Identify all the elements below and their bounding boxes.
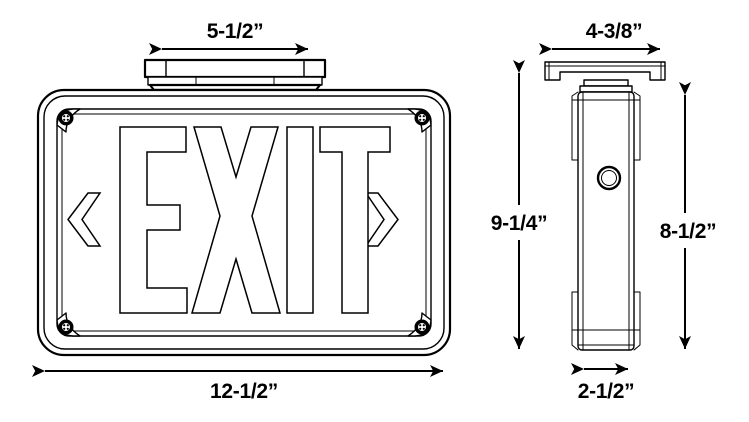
dimension-canopy-width-label: 5-1/2” xyxy=(207,20,264,43)
corner-screw-top-left xyxy=(56,108,81,133)
exit-letters xyxy=(119,126,391,314)
letter-t xyxy=(319,126,391,314)
dimension-body-height-label: 8-1/2” xyxy=(660,220,717,243)
dimension-body-height: 8-1/2” xyxy=(660,82,717,349)
front-view: 5-1/2” 12-1/2” xyxy=(32,20,452,403)
side-view: 4-3/8” 9-1/4” 8-1/2” 2-1/2” xyxy=(491,20,717,403)
dimension-sign-width-label: 12-1/2” xyxy=(210,380,278,403)
front-canopy-mount xyxy=(143,58,327,92)
dimension-canopy-depth: 4-3/8” xyxy=(539,20,660,55)
dimension-body-depth: 2-1/2” xyxy=(571,363,635,403)
dimension-canopy-depth-label: 4-3/8” xyxy=(586,20,643,43)
left-chevron-icon xyxy=(67,192,102,247)
conduit-knockout-hole xyxy=(596,165,622,191)
dimension-body-depth-label: 2-1/2” xyxy=(578,380,635,403)
letter-x xyxy=(191,126,281,314)
corner-screw-top-right xyxy=(407,108,432,133)
dimension-overall-height-label: 9-1/4” xyxy=(491,212,548,235)
letter-e xyxy=(119,126,188,314)
side-collar xyxy=(579,79,633,93)
right-chevron-icon xyxy=(364,192,399,247)
dimension-sign-width: 12-1/2” xyxy=(32,365,443,403)
letter-i xyxy=(286,126,314,314)
corner-screw-bottom-right xyxy=(407,312,432,337)
side-canopy-plate xyxy=(544,61,666,81)
dimension-canopy-width: 5-1/2” xyxy=(149,20,308,55)
side-housing-body xyxy=(571,91,641,351)
corner-screw-bottom-left xyxy=(56,312,81,337)
dimension-overall-height: 9-1/4” xyxy=(491,60,548,349)
